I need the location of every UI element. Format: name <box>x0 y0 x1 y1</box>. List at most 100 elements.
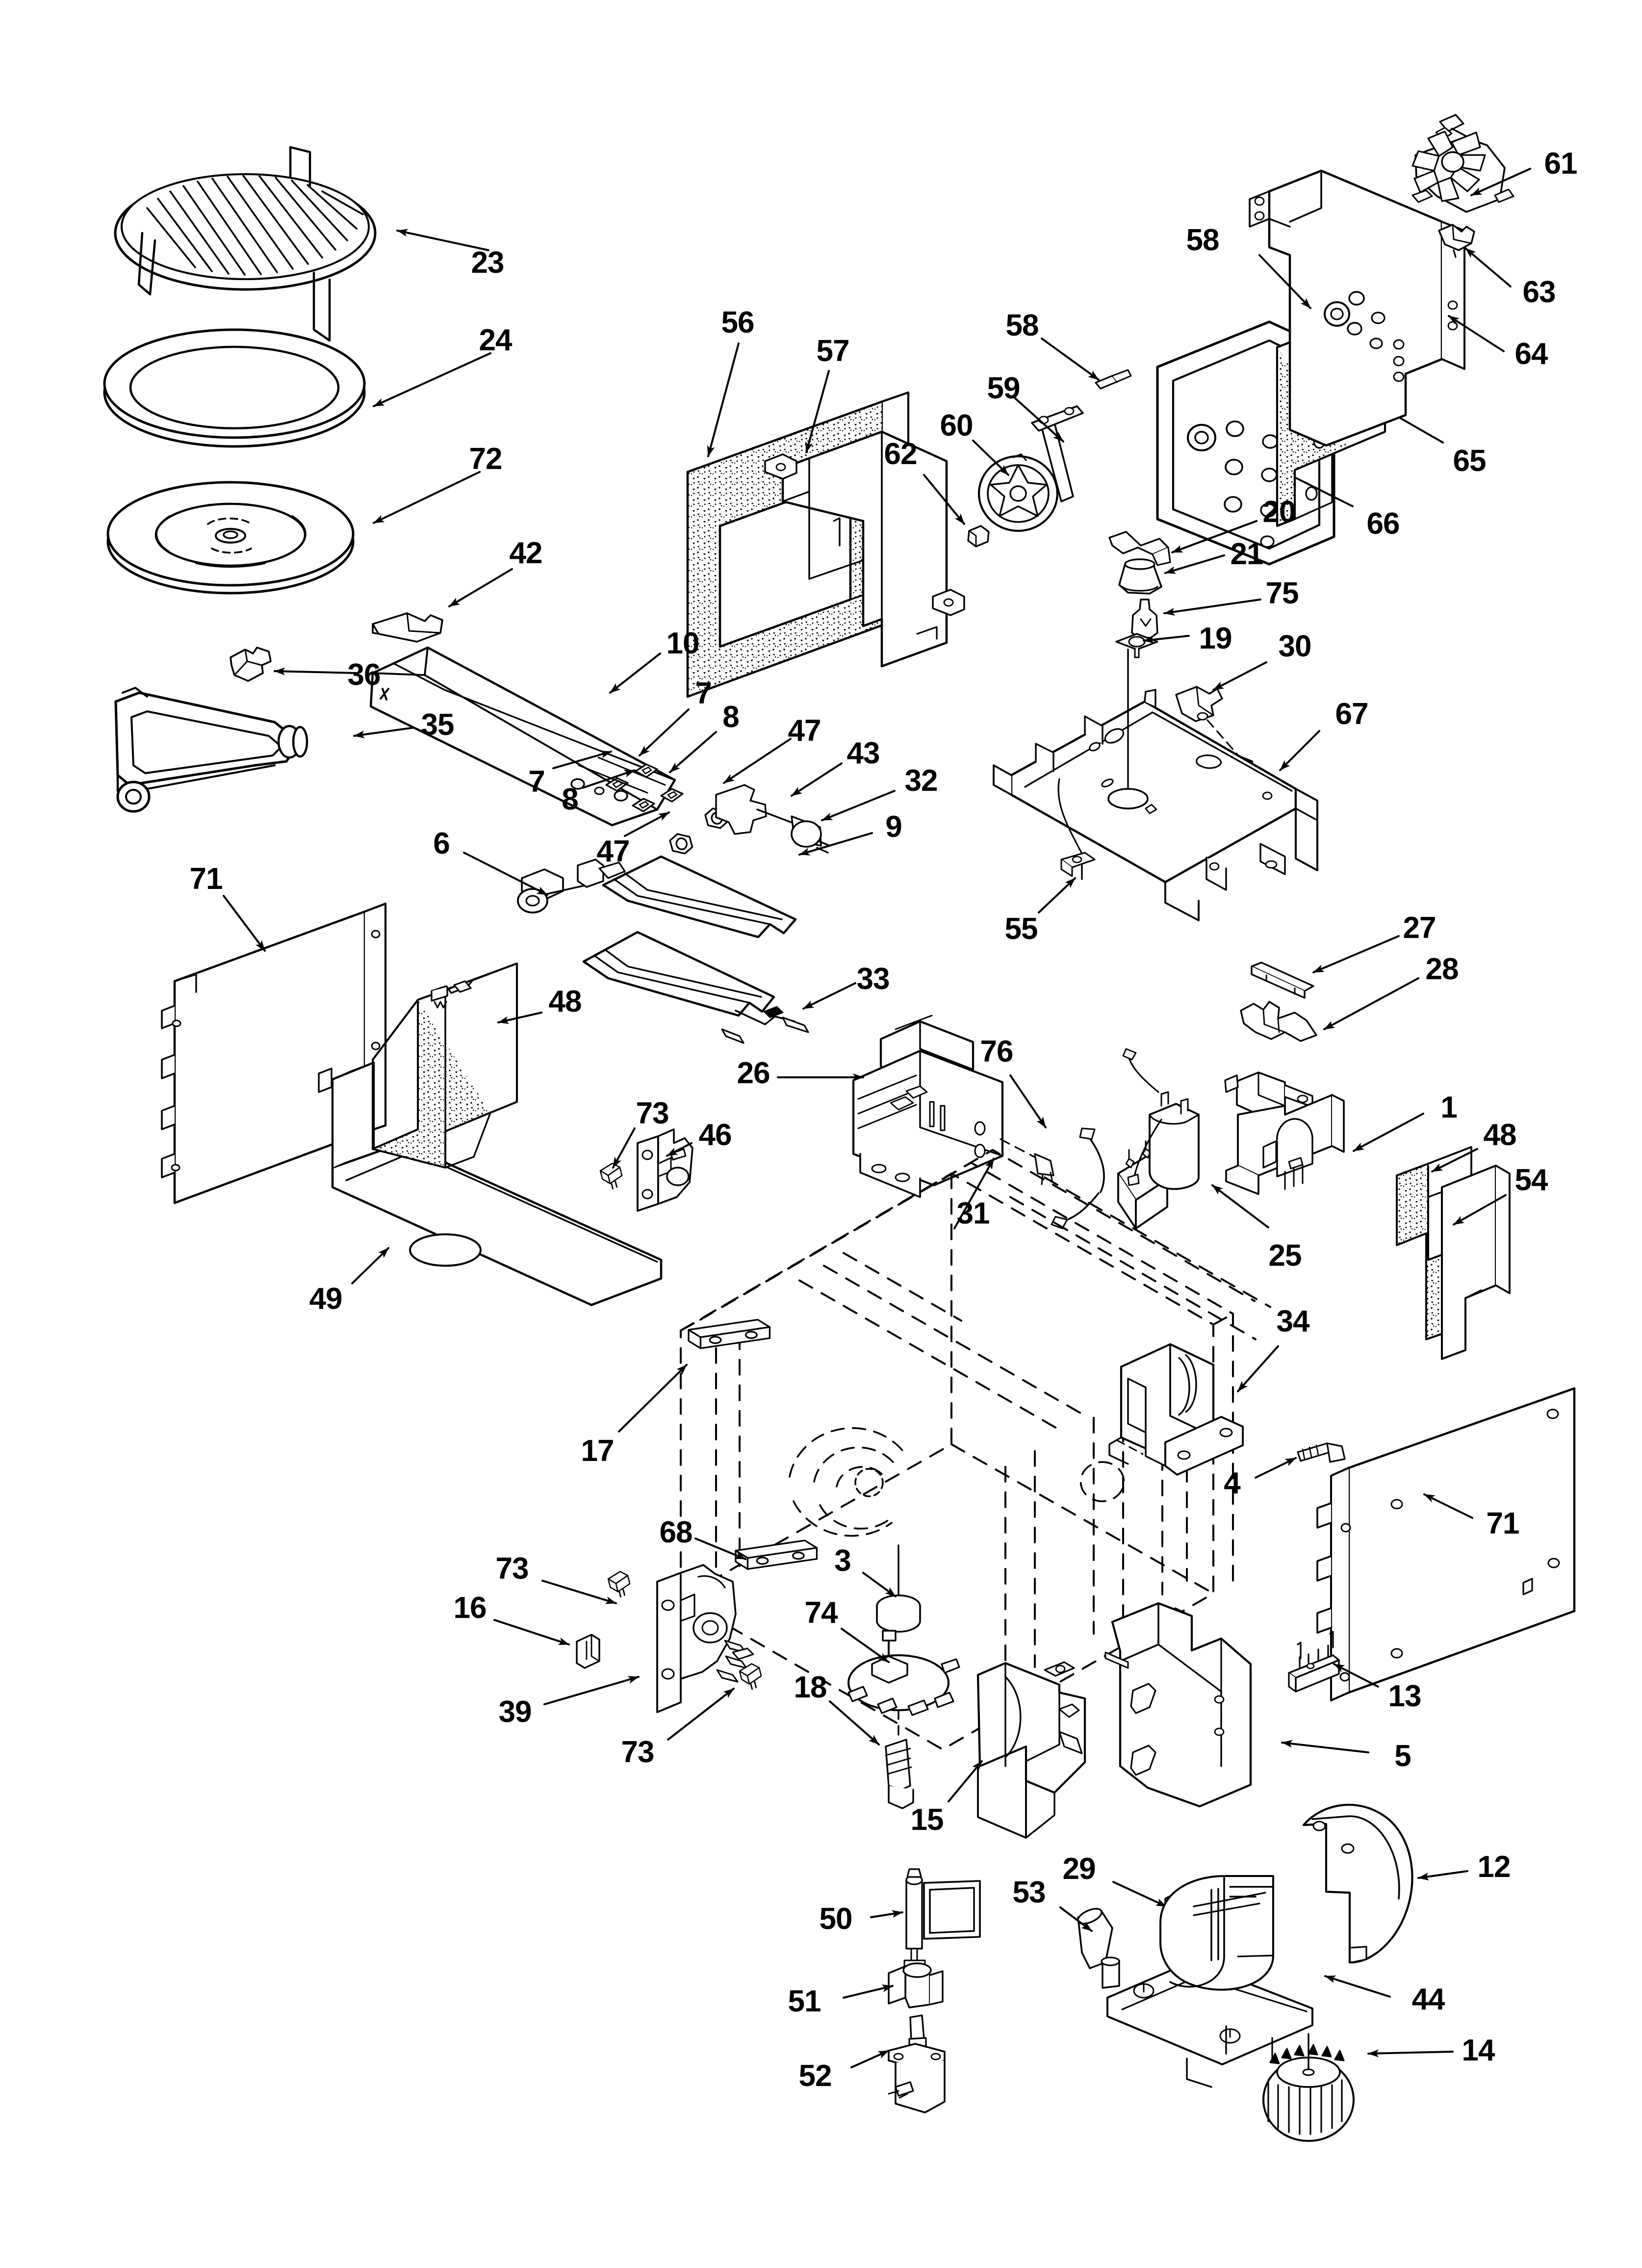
part-lamp-bracket <box>1108 531 1171 566</box>
callout-number-27: 27 <box>1403 911 1437 945</box>
part-wire-rack <box>114 146 377 342</box>
callout-number-3: 3 <box>834 1544 851 1578</box>
callout-number-1: 1 <box>1440 1091 1457 1124</box>
part-side-panel-right <box>1316 1387 1576 1701</box>
callout-number-58: 58 <box>1005 309 1039 342</box>
callout-number-32: 32 <box>904 764 938 798</box>
part-cavity-shield-plate <box>688 1319 771 1349</box>
part-light-bulb <box>1131 599 1158 639</box>
part-lamp-shade <box>1118 558 1162 595</box>
callout-number-73: 73 <box>636 1096 669 1130</box>
callout-number-67: 67 <box>1335 697 1369 731</box>
part-air-duct <box>1104 1602 1252 1808</box>
callout-number-52: 52 <box>798 2059 832 2093</box>
callout-number-49: 49 <box>309 1282 343 1316</box>
part-hv-capacitor <box>1122 1048 1200 1190</box>
callout-number-53: 53 <box>1012 1876 1046 1909</box>
callout-number-21: 21 <box>1230 537 1264 571</box>
part-blower-wheel <box>1262 2033 1355 2142</box>
callout-number-16: 16 <box>453 1591 487 1625</box>
callout-number-47: 47 <box>596 834 630 868</box>
part-waveguide-cover <box>582 855 809 1044</box>
callout-number-15: 15 <box>910 1803 944 1837</box>
part-door-latch-cap <box>967 525 990 547</box>
part-switch-cover <box>576 1634 600 1669</box>
callout-number-10: 10 <box>666 626 700 660</box>
part-latch-board <box>656 1564 754 1713</box>
part-ground-wire-clip <box>1057 778 1096 880</box>
callout-number-73: 73 <box>621 1735 655 1769</box>
callout-number-26: 26 <box>737 1056 770 1090</box>
part-turntable-motor-drive <box>847 1630 960 1742</box>
callout-number-64: 64 <box>1514 337 1548 371</box>
part-door-seal-bracket <box>903 1868 981 1967</box>
callout-number-50: 50 <box>819 1902 853 1936</box>
part-terminal-block <box>1288 1631 1340 1693</box>
part-clip-retainer <box>230 647 272 682</box>
callout-number-29: 29 <box>1062 1852 1096 1886</box>
callout-number-30: 30 <box>1278 629 1312 663</box>
callout-number-4: 4 <box>1224 1466 1240 1500</box>
callout-number-33: 33 <box>856 962 890 996</box>
callout-number-23: 23 <box>471 246 505 280</box>
callout-number-48: 48 <box>548 985 582 1018</box>
callout-number-55: 55 <box>1004 912 1038 946</box>
part-hv-transformer <box>1108 1343 1244 1476</box>
callout-number-28: 28 <box>1425 952 1459 986</box>
part-duct-insulation-54 <box>1441 1165 1511 1360</box>
part-magnetron <box>852 1015 1054 1198</box>
callout-number-25: 25 <box>1268 1239 1302 1273</box>
callout-number-73: 73 <box>495 1552 529 1586</box>
part-light-housing <box>369 646 676 827</box>
callout-number-72: 72 <box>469 442 503 476</box>
cavity-detail <box>789 1427 1125 1537</box>
callout-number-13: 13 <box>1388 1679 1422 1713</box>
callout-number-8: 8 <box>722 700 739 734</box>
part-cover-plate-68 <box>735 1539 818 1570</box>
callout-number-39: 39 <box>498 1695 532 1729</box>
callout-number-51: 51 <box>788 1984 821 2018</box>
part-latch-assembly <box>637 1128 693 1212</box>
callout-number-66: 66 <box>1366 507 1400 541</box>
callout-number-12: 12 <box>1477 1850 1511 1884</box>
callout-number-68: 68 <box>659 1515 693 1549</box>
callout-number-65: 65 <box>1453 444 1487 478</box>
part-lamp-socket <box>517 859 626 913</box>
part-stirrer-fan <box>977 453 1059 532</box>
callout-number-7: 7 <box>528 765 545 799</box>
part-lamp-cover-bracket <box>372 612 443 643</box>
callout-number-19: 19 <box>1199 622 1232 655</box>
callout-number-75: 75 <box>1265 576 1299 610</box>
callout-number-8: 8 <box>562 782 578 816</box>
part-thermostat-assembly <box>715 784 831 854</box>
part-cavity-assembly <box>680 1149 1271 1750</box>
callout-number-63: 63 <box>1522 275 1556 309</box>
part-door-switch-left <box>606 1569 633 1600</box>
part-fan-clip <box>1438 224 1475 258</box>
callout-number-7: 7 <box>695 677 712 710</box>
part-screw-4 <box>1297 1442 1346 1463</box>
part-base-plate <box>331 1061 663 1306</box>
callout-number-17: 17 <box>581 1434 615 1468</box>
part-door-outer-panel <box>764 430 965 668</box>
part-turntable-glass-tray <box>103 328 366 448</box>
part-fuse-holder <box>1240 1001 1317 1042</box>
part-waveguide-duct <box>976 1661 1086 1839</box>
callout-number-6: 6 <box>433 827 450 860</box>
callout-number-60: 60 <box>940 409 974 443</box>
part-fuse <box>1251 962 1314 999</box>
callout-number-42: 42 <box>509 536 543 570</box>
part-door-switch-upper <box>598 1161 625 1192</box>
callout-number-58: 58 <box>1186 223 1220 257</box>
part-control-panel-frame <box>1249 169 1465 447</box>
part-washers-and-nuts <box>578 756 729 855</box>
callout-number-44: 44 <box>1411 1982 1445 2016</box>
callout-number-24: 24 <box>479 323 513 357</box>
callout-number-47: 47 <box>788 714 821 748</box>
callout-number-36: 36 <box>347 658 381 692</box>
part-insulation-block-left <box>372 963 518 1169</box>
part-turntable-coupler <box>876 1544 921 1633</box>
part-top-chassis-plate <box>993 649 1318 921</box>
callout-number-62: 62 <box>884 437 918 471</box>
